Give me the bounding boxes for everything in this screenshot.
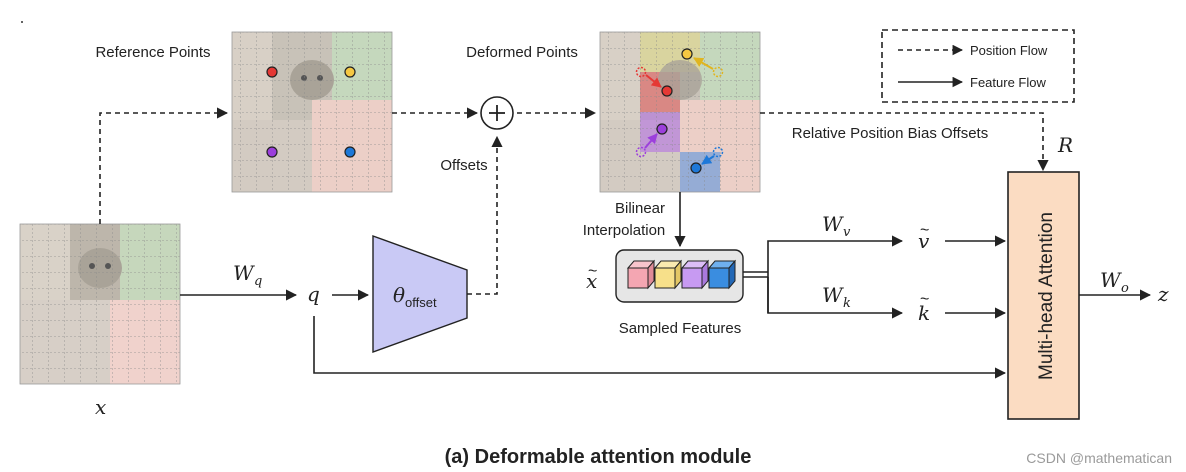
deformed-points-label: Deformed Points — [466, 44, 578, 61]
offset-arrow-red — [645, 74, 662, 88]
reference-points-label: Reference Points — [95, 44, 210, 61]
multi-head-attention-block — [1007, 171, 1080, 420]
symbol-q: q — [307, 282, 320, 306]
tilde-k: ~ — [920, 291, 929, 308]
plus-circle-icon — [480, 96, 514, 130]
orig-point-red — [635, 66, 647, 78]
input-image-x — [19, 223, 181, 385]
ref-point-red — [266, 66, 278, 78]
symbol-r: R — [1057, 133, 1073, 157]
offset-arrow-blue — [701, 154, 715, 165]
symbol-wq: W — [233, 261, 255, 285]
symbol-wq-sub: q — [254, 274, 262, 289]
tilde-x: ~ — [588, 263, 597, 280]
reference-points-image — [231, 31, 393, 193]
symbol-wv: W — [822, 212, 844, 236]
legend-box: Position Flow Feature Flow — [881, 29, 1075, 103]
orig-point-blue — [712, 146, 724, 158]
orig-point-purple — [635, 146, 647, 158]
ref-point-yellow — [344, 66, 356, 78]
feature-cube-yellow — [653, 259, 683, 290]
deformed-points-image — [599, 31, 761, 193]
symbol-z: z — [1157, 282, 1169, 306]
symbol-x: x — [95, 395, 106, 419]
corner-dot — [21, 21, 23, 23]
legend-feature-flow: Feature Flow — [970, 75, 1046, 90]
ref-point-blue — [344, 146, 356, 158]
feature-cube-blue — [707, 259, 737, 290]
tilde-v: ~ — [920, 222, 929, 239]
feature-flow-arrows — [180, 192, 1152, 379]
position-flow-arrows — [99, 107, 1049, 295]
feature-cube-pink — [626, 259, 656, 290]
attention-label: Multi-head Attention — [1036, 212, 1057, 380]
offset-arrow-yellow — [693, 57, 714, 70]
offset-network — [372, 235, 468, 353]
ref-point-purple — [266, 146, 278, 158]
symbol-x-tilde: x — [586, 269, 597, 293]
symbol-wv-sub: v — [843, 225, 851, 240]
symbol-wk-sub: k — [843, 296, 851, 311]
symbol-wk: W — [822, 283, 844, 307]
sampled-features-label: Sampled Features — [619, 320, 742, 337]
bilinear-label-line1: Bilinear — [615, 200, 665, 217]
figure-caption: (a) Deformable attention module — [445, 446, 752, 468]
symbol-k-tilde: k — [918, 301, 930, 325]
deformed-point-red — [661, 85, 673, 97]
relative-bias-label: Relative Position Bias Offsets — [792, 125, 988, 142]
theta-symbol: θ — [393, 283, 405, 307]
symbol-wo: W — [1100, 268, 1122, 292]
theta-subscript: offset — [405, 295, 437, 310]
feature-cube-purple — [680, 259, 710, 290]
symbol-wo-sub: o — [1121, 281, 1129, 296]
orig-point-yellow — [712, 66, 724, 78]
deformed-point-yellow — [681, 48, 693, 60]
deformed-point-purple — [656, 123, 668, 135]
offset-arrow-purple — [644, 133, 658, 149]
sampled-features-box — [615, 249, 744, 303]
legend-position-flow: Position Flow — [970, 43, 1048, 58]
bilinear-label-line2: Interpolation — [583, 222, 666, 239]
deformed-point-blue — [690, 162, 702, 174]
watermark: CSDN @mathematican — [1026, 450, 1172, 466]
symbol-v-tilde: v — [918, 229, 930, 253]
offsets-label: Offsets — [440, 157, 487, 174]
